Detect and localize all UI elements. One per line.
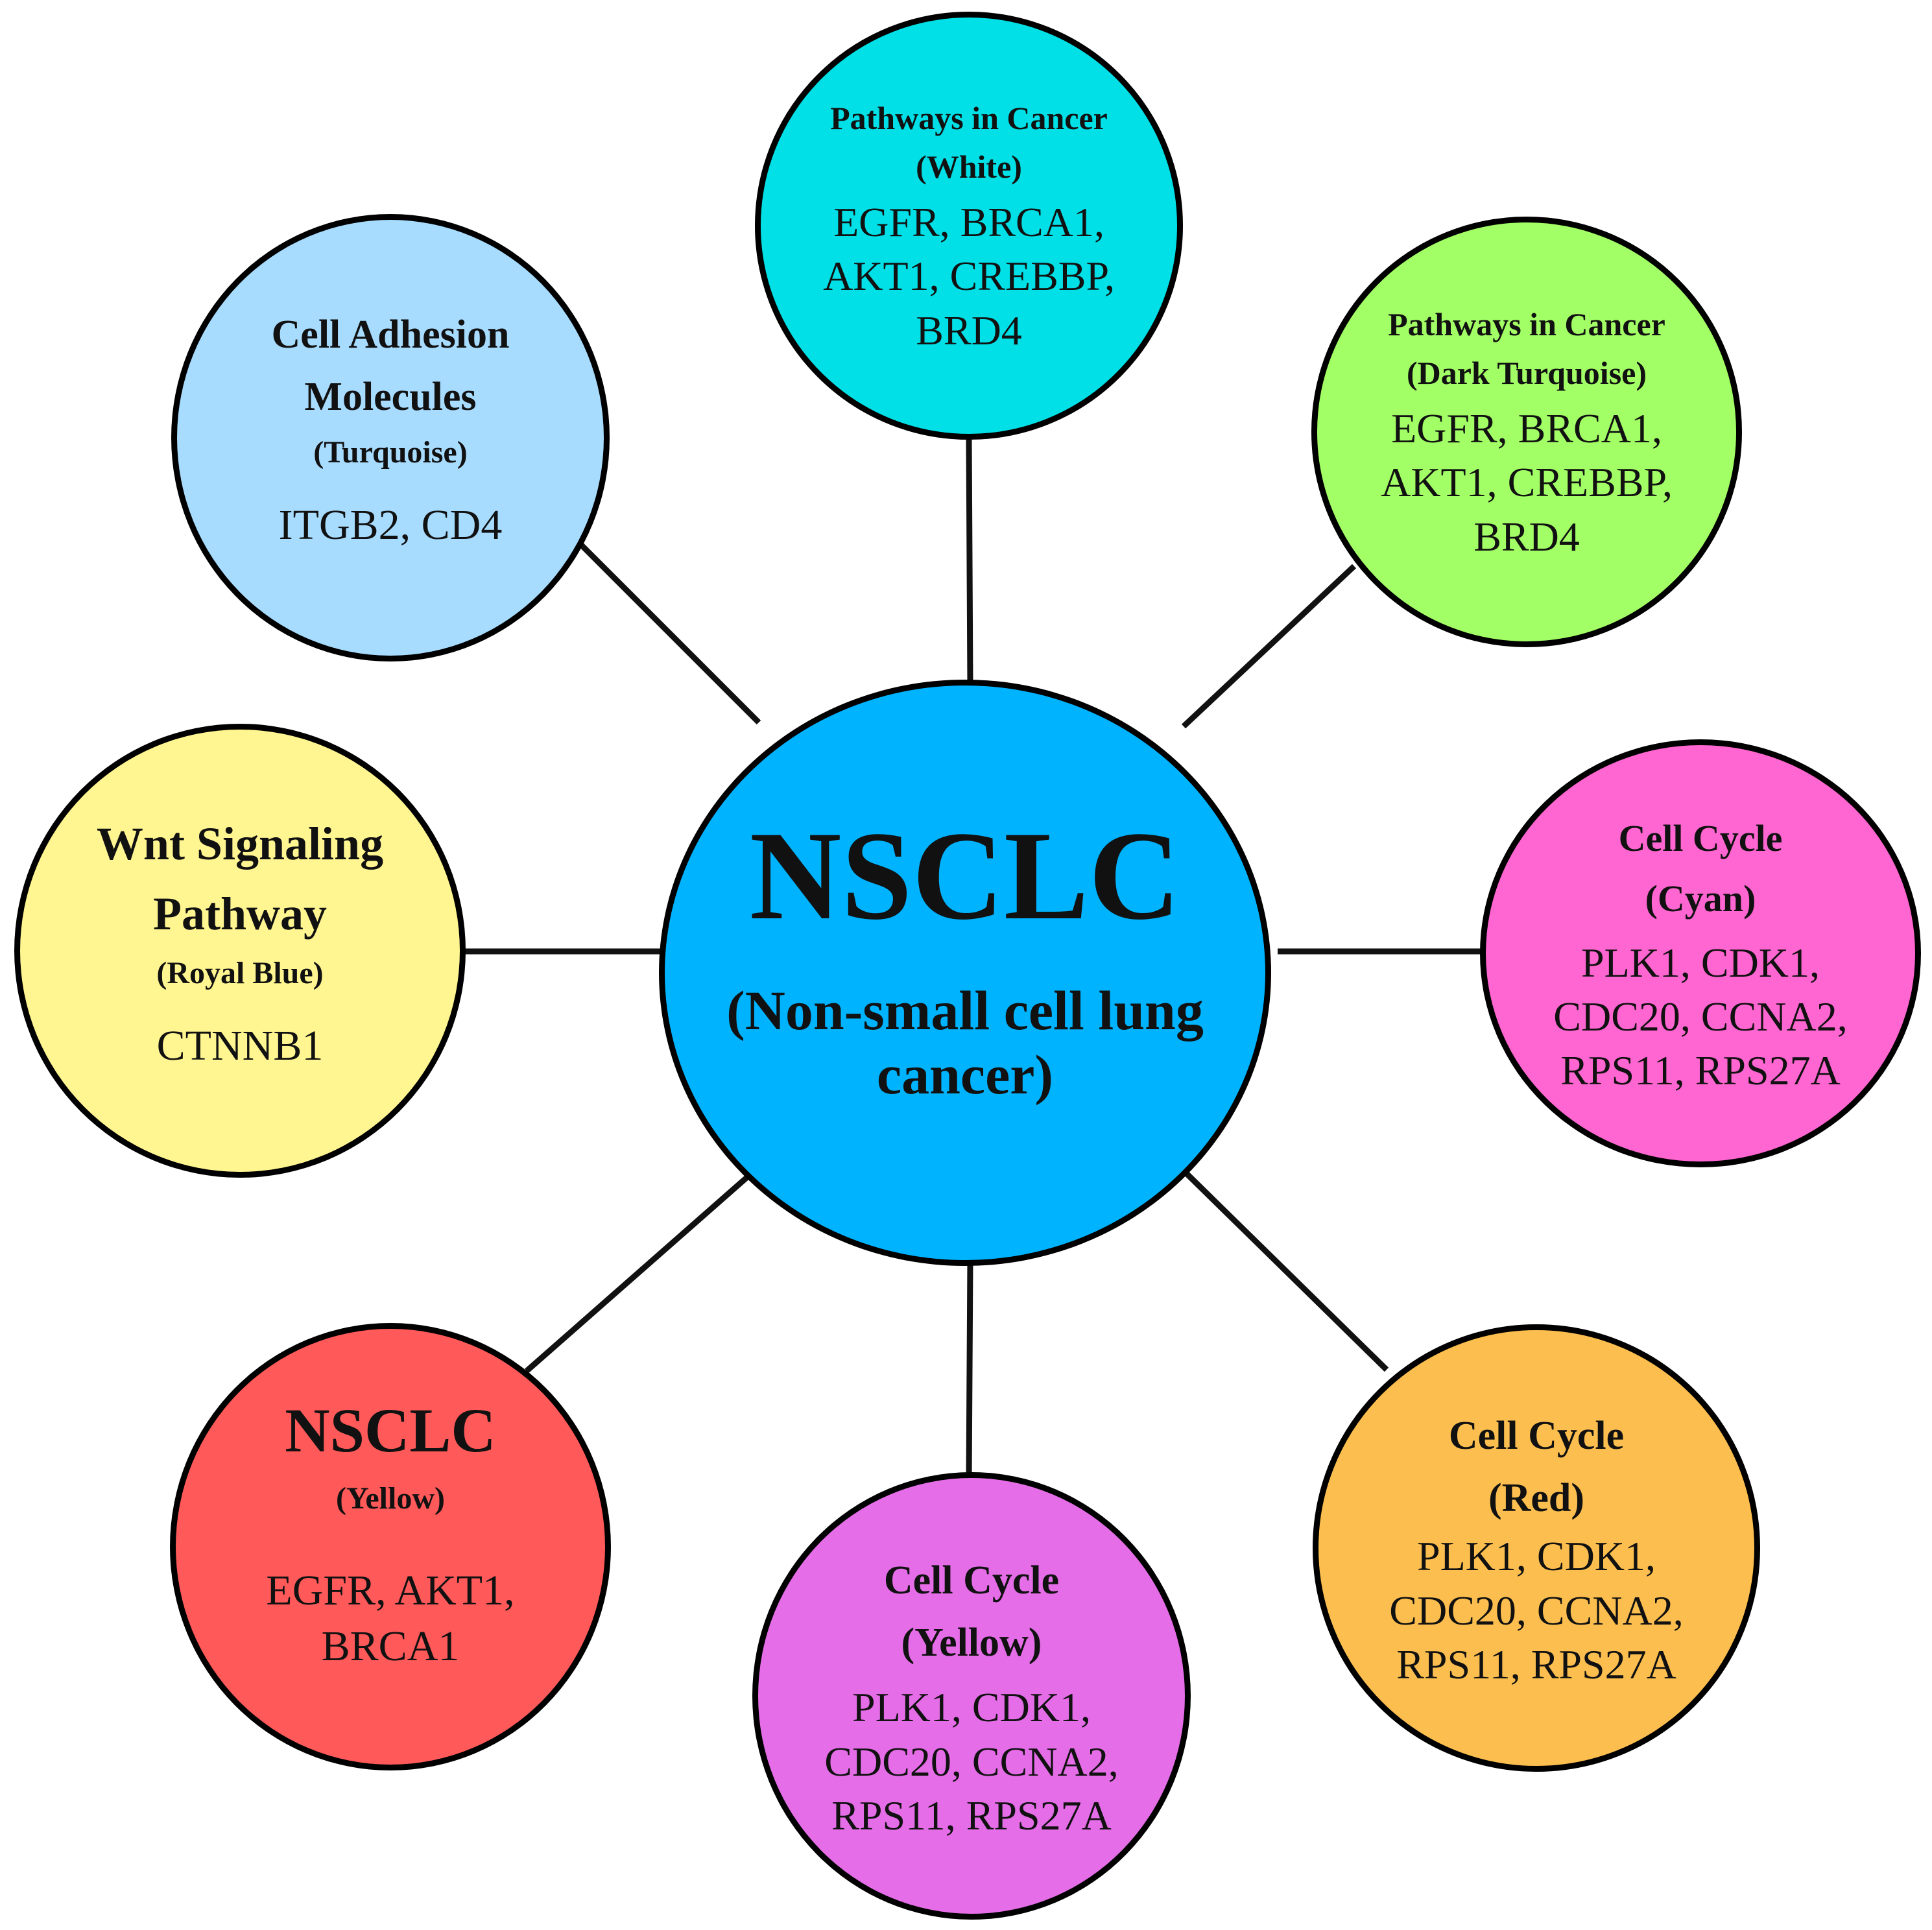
gene-list-line: RPS11, RPS27A — [831, 1792, 1112, 1839]
link-pathways-dark-turquoise — [1181, 564, 1357, 729]
link-pathways-white — [966, 437, 973, 687]
node-nsclc-yellow: NSCLC (Yellow) EGFR, AKT1, BRCA1 — [170, 1323, 611, 1770]
gene-list-line: CDC20, CCNA2, — [1553, 994, 1848, 1040]
gene-list-line: AKT1, CREBBP, — [823, 253, 1115, 300]
gene-list-line: BRD4 — [1473, 513, 1580, 560]
node-title: Cell Cycle — [1618, 817, 1783, 860]
gene-list-line: EGFR, BRCA1, — [1391, 405, 1662, 452]
node-title: Cell Cycle — [883, 1558, 1060, 1603]
node-title: Wnt Signaling — [96, 817, 384, 870]
node-cell-adhesion-turquoise: Cell Adhesion Molecules (Turquoise) ITGB… — [171, 214, 610, 661]
module-label: (Cyan) — [1645, 877, 1756, 920]
center-subtitle-line2: cancer) — [876, 1043, 1054, 1106]
node-title: Molecules — [304, 374, 477, 419]
gene-list-line: PLK1, CDK1, — [1580, 940, 1820, 986]
module-label: (White) — [916, 149, 1022, 185]
node-title: Pathways in Cancer — [1388, 306, 1665, 343]
node-pathways-dark-turquoise: Pathways in Cancer (Dark Turquoise) EGFR… — [1311, 217, 1742, 647]
gene-list-line: AKT1, CREBBP, — [1381, 459, 1673, 506]
node-pathways-white: Pathways in Cancer (White) EGFR, BRCA1, … — [755, 12, 1183, 440]
node-cell-cycle-yellow: Cell Cycle (Yellow) PLK1, CDK1, CDC20, C… — [752, 1472, 1191, 1920]
gene-list-line: PLK1, CDK1, — [1416, 1533, 1656, 1580]
module-label: (Turquoise) — [313, 435, 468, 470]
module-label: (Dark Turquoise) — [1406, 355, 1647, 392]
gene-list-line: BRD4 — [916, 307, 1022, 353]
module-label: (Red) — [1488, 1476, 1585, 1521]
node-title: NSCLC — [285, 1396, 496, 1466]
node-title: Cell Adhesion — [271, 312, 510, 357]
center-subtitle-line1: (Non-small cell lung — [726, 979, 1204, 1042]
node-cell-cycle-red: Cell Cycle (Red) PLK1, CDK1, CDC20, CCNA… — [1313, 1324, 1760, 1772]
gene-list-line: ITGB2, CD4 — [278, 501, 503, 549]
gene-list-line: EGFR, BRCA1, — [833, 199, 1104, 246]
gene-list-line: PLK1, CDK1, — [852, 1684, 1091, 1731]
gene-list-line: BRCA1 — [321, 1622, 460, 1670]
link-cell-adhesion-turquoise — [578, 542, 761, 725]
center-title: NSCLC — [749, 805, 1181, 947]
link-nsclc-yellow — [525, 1171, 753, 1374]
link-cell-cycle-red — [1184, 1171, 1389, 1372]
node-title: Pathways in Cancer — [830, 100, 1108, 137]
node-title: Pathway — [153, 887, 327, 940]
module-label: (Yellow) — [336, 1481, 445, 1516]
gene-list-line: RPS11, RPS27A — [1560, 1047, 1841, 1094]
gene-list-line: CDC20, CCNA2, — [824, 1738, 1119, 1785]
node-cell-cycle-cyan: Cell Cycle (Cyan) PLK1, CDK1, CDC20, CCN… — [1480, 739, 1921, 1167]
gene-list-line: EGFR, AKT1, — [266, 1567, 515, 1615]
gene-list-line: RPS11, RPS27A — [1396, 1641, 1676, 1687]
module-label: (Royal Blue) — [156, 955, 324, 990]
node-wnt-royal-blue: Wnt Signaling Pathway (Royal Blue) CTNNB… — [14, 724, 466, 1178]
gene-list-line: CTNNB1 — [156, 1021, 324, 1069]
module-label: (Yellow) — [901, 1621, 1042, 1665]
gene-list-line: CDC20, CCNA2, — [1389, 1587, 1684, 1634]
node-title: Cell Cycle — [1448, 1414, 1625, 1459]
link-cell-cycle-yellow — [966, 1259, 973, 1481]
center-node-nsclc: NSCLC (Non-small cell lung cancer) — [659, 680, 1271, 1266]
